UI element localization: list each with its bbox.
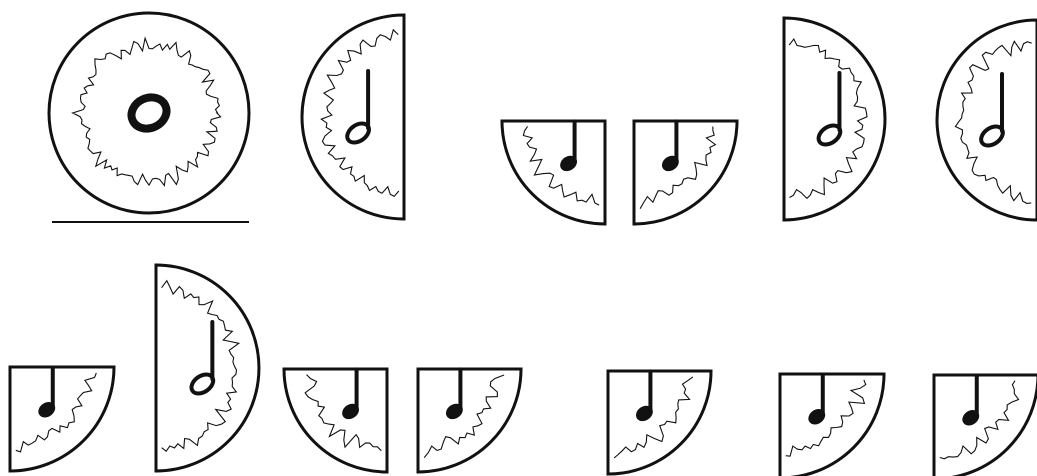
piece-outline bbox=[634, 121, 737, 224]
piece-outline bbox=[284, 369, 387, 472]
top-row-piece-2-half bbox=[302, 15, 404, 219]
piece-outline bbox=[10, 367, 114, 471]
bottom-row-piece-5-quarter bbox=[608, 371, 711, 474]
piece-outline bbox=[934, 375, 1037, 476]
top-row-piece-6-half bbox=[937, 20, 1037, 220]
bottom-row-piece-7-quarter bbox=[934, 375, 1037, 476]
piece-outline bbox=[780, 374, 884, 476]
top-row-piece-3-quarter bbox=[502, 121, 605, 224]
bottom-row-piece-1-quarter bbox=[10, 367, 114, 471]
piece-outline bbox=[502, 121, 605, 224]
piece-outline bbox=[156, 265, 259, 471]
piece-outline bbox=[608, 371, 711, 474]
bottom-row-piece-2-half bbox=[156, 265, 259, 471]
piece-outline bbox=[937, 20, 1037, 220]
piece-outline bbox=[418, 369, 521, 472]
top-row-piece-5-half bbox=[784, 18, 885, 220]
bottom-row-piece-4-quarter bbox=[418, 369, 521, 472]
bottom-row-piece-6-quarter bbox=[780, 374, 884, 476]
top-row-piece-4-quarter bbox=[634, 121, 737, 224]
piece-outline bbox=[784, 18, 885, 220]
top-row-piece-1-whole bbox=[49, 13, 249, 222]
piece-outline bbox=[49, 13, 249, 213]
bottom-row-piece-3-quarter bbox=[284, 369, 387, 472]
